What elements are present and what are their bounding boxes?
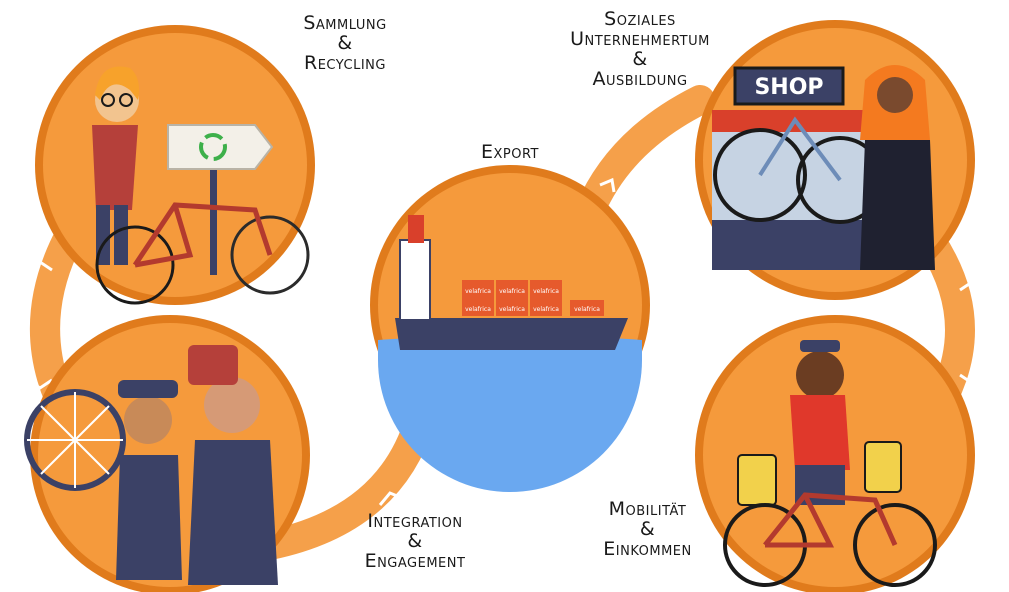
stage-export-circle: velafrica velafrica velafrica velafrica … bbox=[370, 165, 650, 492]
shop-sign-text: SHOP bbox=[754, 75, 823, 100]
arrow-export-to-social bbox=[575, 85, 715, 225]
label-line: Soziales bbox=[604, 8, 676, 30]
label-collection: Sammlung & Recycling bbox=[290, 12, 400, 74]
container-brand-text: velafrica bbox=[499, 288, 525, 295]
label-integration: Integration & Engagement bbox=[350, 510, 480, 572]
label-line: Einkommen bbox=[603, 537, 692, 560]
label-line: Engagement bbox=[364, 549, 466, 572]
stage-collection-circle bbox=[35, 25, 315, 305]
stage-mobility-circle bbox=[695, 315, 975, 592]
cargo-ship-icon: velafrica velafrica velafrica velafrica … bbox=[395, 215, 628, 350]
label-line: Sammlung bbox=[303, 12, 387, 34]
arrow-chevrons bbox=[27, 177, 985, 506]
mechanics-icon bbox=[116, 345, 278, 585]
label-line: Unternehmertum bbox=[570, 27, 710, 50]
wheel-icon bbox=[24, 389, 126, 491]
label-line: & bbox=[639, 517, 656, 540]
woman-figure bbox=[92, 66, 139, 265]
chevron-mark bbox=[959, 280, 985, 292]
label-line: Ausbildung bbox=[592, 67, 688, 90]
label-line: & bbox=[337, 31, 353, 54]
container-brand-text: velafrica bbox=[533, 288, 559, 295]
chevron-mark bbox=[599, 177, 616, 193]
containers: velafrica velafrica velafrica velafrica … bbox=[462, 280, 604, 316]
label-line: Recycling bbox=[304, 51, 386, 74]
label-export: Export bbox=[470, 141, 550, 163]
shop-sign: SHOP bbox=[733, 66, 845, 106]
bicycle-icon bbox=[95, 202, 310, 305]
container-brand-text: velafrica bbox=[533, 306, 559, 313]
chevron-mark bbox=[959, 373, 985, 385]
container-brand-text: velafrica bbox=[499, 306, 525, 313]
water-canister-icon bbox=[737, 441, 902, 506]
label-line: & bbox=[407, 529, 423, 552]
chevron-mark bbox=[27, 260, 53, 272]
label-line: & bbox=[632, 47, 648, 70]
woman-with-hijab-figure bbox=[860, 65, 935, 270]
chevron-mark bbox=[27, 378, 53, 390]
sea-water bbox=[378, 335, 642, 492]
stage-social-circle: SHOP bbox=[695, 20, 975, 300]
container-brand-text: velafrica bbox=[574, 306, 600, 313]
label-line: Integration bbox=[367, 510, 463, 532]
bicycle-icon bbox=[723, 492, 937, 587]
container-brand-text: velafrica bbox=[465, 288, 491, 295]
label-social: Soziales Unternehmertum & Ausbildung bbox=[560, 8, 720, 90]
recycle-sign-icon bbox=[167, 124, 274, 275]
stage-integration-circle bbox=[24, 315, 310, 592]
label-mobility: Mobilität & Einkommen bbox=[585, 498, 710, 560]
chevron-mark bbox=[378, 491, 403, 506]
label-line: Export bbox=[480, 141, 539, 163]
container-brand-text: velafrica bbox=[465, 306, 491, 313]
cyclist-icon bbox=[790, 340, 850, 505]
label-line: Mobilität bbox=[608, 498, 687, 520]
